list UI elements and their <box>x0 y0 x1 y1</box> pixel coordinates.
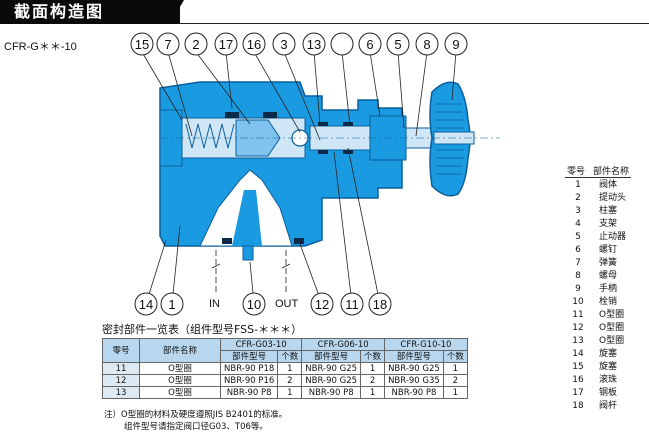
seal-sub-part: 部件型号 <box>301 350 362 363</box>
callout-6: 6 <box>358 32 382 56</box>
model-code: CFR-G＊＊-10 <box>4 41 77 53</box>
callout-blank <box>330 32 354 56</box>
seal-sub-qty: 个数 <box>277 350 303 363</box>
callout-7: 7 <box>156 32 180 56</box>
callout-14: 14 <box>134 292 158 316</box>
callout-13: 13 <box>302 32 326 56</box>
svg-text:9: 9 <box>452 37 459 52</box>
port-in-label: IN <box>209 298 220 310</box>
parts-header-name: 部件名称 <box>591 164 632 178</box>
svg-text:8: 8 <box>423 37 430 52</box>
seal-table: 零号 部件名称 CFR-G03-10 CFR-G06-10 CFR-G10-10… <box>102 338 468 399</box>
svg-text:3: 3 <box>280 37 287 52</box>
callout-9: 9 <box>444 32 468 56</box>
svg-text:2: 2 <box>192 37 199 52</box>
callout-8: 8 <box>415 32 439 56</box>
title-bar-corner <box>170 0 184 24</box>
callout-3: 3 <box>272 32 296 56</box>
callouts-bottom: 14 1 10 12 11 18 <box>134 292 392 316</box>
callouts-top: 15 7 2 17 16 3 13 6 5 8 9 <box>130 32 468 56</box>
callout-11: 11 <box>340 292 364 316</box>
svg-text:1: 1 <box>168 297 175 312</box>
svg-text:13: 13 <box>307 37 321 52</box>
seal-sub-qty: 个数 <box>442 350 468 363</box>
svg-text:15: 15 <box>135 37 149 52</box>
seal-group-g03: CFR-G03-10 <box>219 338 303 351</box>
svg-text:6: 6 <box>366 37 373 52</box>
svg-text:17: 17 <box>219 37 233 52</box>
svg-text:10: 10 <box>247 297 261 312</box>
seal-group-g06: CFR-G06-10 <box>301 338 386 351</box>
svg-text:18: 18 <box>373 297 387 312</box>
page-title: 截面构造图 <box>0 0 180 24</box>
svg-text:14: 14 <box>139 297 153 312</box>
footnote-line-1: 注）O型圈的材料及硬度遵照JIS B2401的标准。 <box>104 410 288 420</box>
seal-group-g10: CFR-G10-10 <box>384 338 468 351</box>
callout-18: 18 <box>368 292 392 316</box>
svg-text:16: 16 <box>247 37 261 52</box>
svg-text:5: 5 <box>394 37 401 52</box>
seal-header-name: 部件名称 <box>139 338 221 363</box>
callout-17: 17 <box>214 32 238 56</box>
callout-12: 12 <box>310 292 334 316</box>
callout-16: 16 <box>242 32 266 56</box>
svg-text:12: 12 <box>315 297 329 312</box>
footnote: 注）O型圈的材料及硬度遵照JIS B2401的标准。 组件型号请指定阀口径G03… <box>104 409 287 433</box>
svg-text:11: 11 <box>345 297 359 312</box>
seal-header-no: 零号 <box>102 338 140 363</box>
handle-knob <box>429 81 475 197</box>
seal-table-title: 密封部件一览表（组件型号FSS-＊＊＊） <box>102 323 303 336</box>
callout-1: 1 <box>160 292 184 316</box>
callout-10: 10 <box>242 292 266 316</box>
callout-15: 15 <box>130 32 154 56</box>
footnote-line-2: 组件型号请指定阀口径G03、T06等。 <box>124 422 268 432</box>
callout-2: 2 <box>184 32 208 56</box>
port-flow-lines <box>211 250 291 292</box>
valve-body <box>159 81 435 261</box>
port-out-label: OUT <box>275 298 299 310</box>
svg-text:7: 7 <box>164 37 171 52</box>
seal-sub-part: 部件型号 <box>384 350 444 363</box>
seal-sub-qty: 个数 <box>360 350 386 363</box>
callout-5: 5 <box>386 32 410 56</box>
title-underline <box>180 23 649 24</box>
parts-header-no: 零号 <box>565 164 591 178</box>
seal-sub-part: 部件型号 <box>219 350 279 363</box>
